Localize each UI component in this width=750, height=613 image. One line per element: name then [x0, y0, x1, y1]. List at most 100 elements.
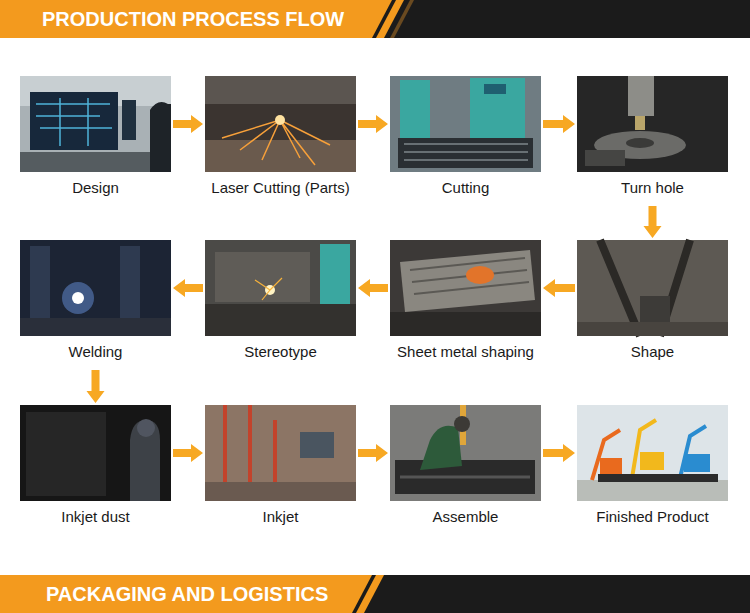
worker-head	[454, 416, 470, 432]
flow-arrow	[358, 115, 388, 133]
bar-stripe	[356, 575, 384, 613]
photo-finished	[577, 405, 728, 501]
worker-head	[137, 419, 155, 437]
photo-ground	[20, 240, 171, 336]
photo-ground	[205, 76, 356, 172]
spark-spot	[275, 115, 285, 125]
process-step: Turn hole	[577, 76, 728, 204]
track	[400, 476, 530, 479]
process-step: Stereotype	[205, 240, 356, 368]
photo-ground	[205, 240, 356, 336]
process-step: Shape	[577, 240, 728, 368]
bar-ground	[0, 575, 750, 613]
flow-arrow	[358, 444, 388, 462]
photo-sheet-metal	[390, 240, 541, 336]
photo-ground	[20, 405, 171, 501]
sparks	[255, 278, 282, 300]
floor	[205, 482, 356, 501]
flow-arrow	[543, 115, 575, 133]
bar-tab	[0, 0, 392, 38]
cad-lines	[36, 98, 112, 146]
photo-turn-hole	[577, 76, 728, 172]
table	[205, 304, 356, 336]
process-step: Welding	[20, 240, 171, 368]
glow	[62, 282, 94, 314]
part	[300, 432, 334, 458]
floor	[20, 318, 171, 336]
beams	[600, 240, 690, 336]
machine	[400, 80, 430, 140]
plate	[400, 250, 535, 312]
flow-arrow	[173, 279, 203, 297]
block	[640, 296, 670, 322]
photo-ground	[577, 405, 728, 501]
photo-laser	[205, 76, 356, 172]
flow-arrow	[543, 279, 575, 297]
machine	[320, 244, 350, 304]
person	[150, 102, 171, 172]
banner-label: PACKAGING AND LOGISTICS	[46, 575, 328, 613]
flow-arrow	[173, 444, 203, 462]
bar-stripe	[376, 0, 404, 38]
grating	[398, 138, 533, 168]
step-label: Assemble	[390, 507, 541, 527]
machine	[470, 78, 525, 140]
arc	[72, 292, 84, 304]
excavator	[600, 458, 622, 474]
desk	[20, 152, 171, 172]
chassis	[395, 460, 535, 494]
drill-bit	[635, 116, 645, 130]
photo-cutting	[390, 76, 541, 172]
ground	[577, 480, 728, 501]
photo-ground	[20, 76, 171, 172]
photo-ground	[577, 240, 728, 336]
photo-stereotype	[205, 240, 356, 336]
photo-ground	[390, 240, 541, 336]
plate-ribs	[410, 258, 529, 294]
photo-assemble	[390, 405, 541, 501]
hole	[626, 138, 654, 148]
flow-arrow	[173, 115, 203, 133]
clamp	[585, 150, 625, 166]
step-label: Shape	[577, 342, 728, 362]
sheet	[205, 140, 356, 172]
process-step: Sheet metal shaping	[390, 240, 541, 368]
step-label: Inkjet	[205, 507, 356, 527]
photo-inkjet	[205, 405, 356, 501]
process-step: Finished Product	[577, 405, 728, 533]
excavator	[684, 454, 710, 472]
bar-stripe	[390, 0, 414, 38]
flow-arrow	[87, 370, 105, 403]
process-step: Cutting	[390, 76, 541, 204]
photo-design	[20, 76, 171, 172]
photo-ground	[390, 76, 541, 172]
step-label: Finished Product	[577, 507, 728, 527]
flow-arrow	[644, 206, 662, 238]
worker	[420, 426, 462, 470]
step-label: Welding	[20, 342, 171, 362]
step-label: Inkjet dust	[20, 507, 171, 527]
bar-ground	[0, 0, 750, 38]
process-step: Assemble	[390, 405, 541, 533]
frame	[120, 246, 140, 326]
photo-inkjet-dust	[20, 405, 171, 501]
monitor	[30, 92, 118, 150]
step-label: Sheet metal shaping	[390, 342, 541, 362]
monitor	[122, 100, 136, 140]
grating-lines	[404, 144, 528, 160]
process-step: Inkjet dust	[20, 405, 171, 533]
jig	[215, 252, 310, 302]
tracks	[598, 474, 718, 482]
frame	[30, 246, 50, 326]
step-label: Cutting	[390, 178, 541, 198]
banner-title: PRODUCTION PROCESS FLOW	[42, 0, 344, 38]
header-bar	[0, 0, 750, 38]
process-step: Inkjet	[205, 405, 356, 533]
photo-ground	[205, 405, 356, 501]
machine-label	[484, 84, 506, 94]
bench	[390, 312, 541, 336]
excavator	[640, 452, 664, 470]
process-step: Design	[20, 76, 171, 204]
bar-tab	[0, 575, 372, 613]
